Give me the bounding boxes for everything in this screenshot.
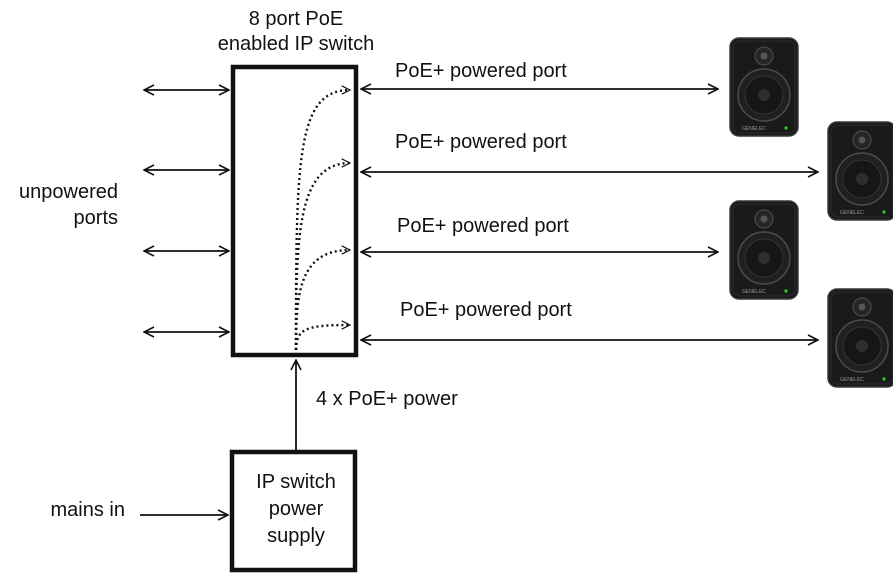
speaker-brand: GENELEC bbox=[742, 126, 766, 132]
speaker-3: GENELEC bbox=[729, 200, 799, 300]
port-label-3: PoE+ powered port bbox=[397, 215, 569, 237]
port-label-2: PoE+ powered port bbox=[395, 131, 567, 153]
unpowered-label-line1: unpowered bbox=[19, 181, 118, 203]
power-supply-line2: power bbox=[269, 498, 324, 520]
speaker-1: GENELEC bbox=[729, 37, 799, 137]
speaker-brand: GENELEC bbox=[742, 289, 766, 295]
speaker-brand: GENELEC bbox=[840, 377, 864, 383]
power-feed-label: 4 x PoE+ power bbox=[316, 388, 458, 410]
speaker-4: GENELEC bbox=[827, 288, 893, 388]
speaker-2: GENELEC bbox=[827, 121, 893, 221]
unpowered-label-line2: ports bbox=[74, 207, 118, 229]
power-supply-box bbox=[229, 449, 358, 573]
mains-in-label: mains in bbox=[51, 499, 125, 521]
port-label-4: PoE+ powered port bbox=[400, 299, 572, 321]
unpowered-port-arrows bbox=[144, 90, 229, 332]
power-supply-line3: supply bbox=[267, 525, 325, 547]
switch-title-line2: enabled IP switch bbox=[218, 33, 374, 55]
speaker-brand: GENELEC bbox=[840, 210, 864, 216]
power-supply-line1: IP switch bbox=[256, 471, 336, 493]
internal-power-routing bbox=[294, 90, 350, 356]
switch-box bbox=[230, 64, 359, 358]
switch-title-line1: 8 port PoE bbox=[249, 8, 344, 30]
powered-port-arrows bbox=[361, 89, 818, 340]
port-label-1: PoE+ powered port bbox=[395, 60, 567, 82]
